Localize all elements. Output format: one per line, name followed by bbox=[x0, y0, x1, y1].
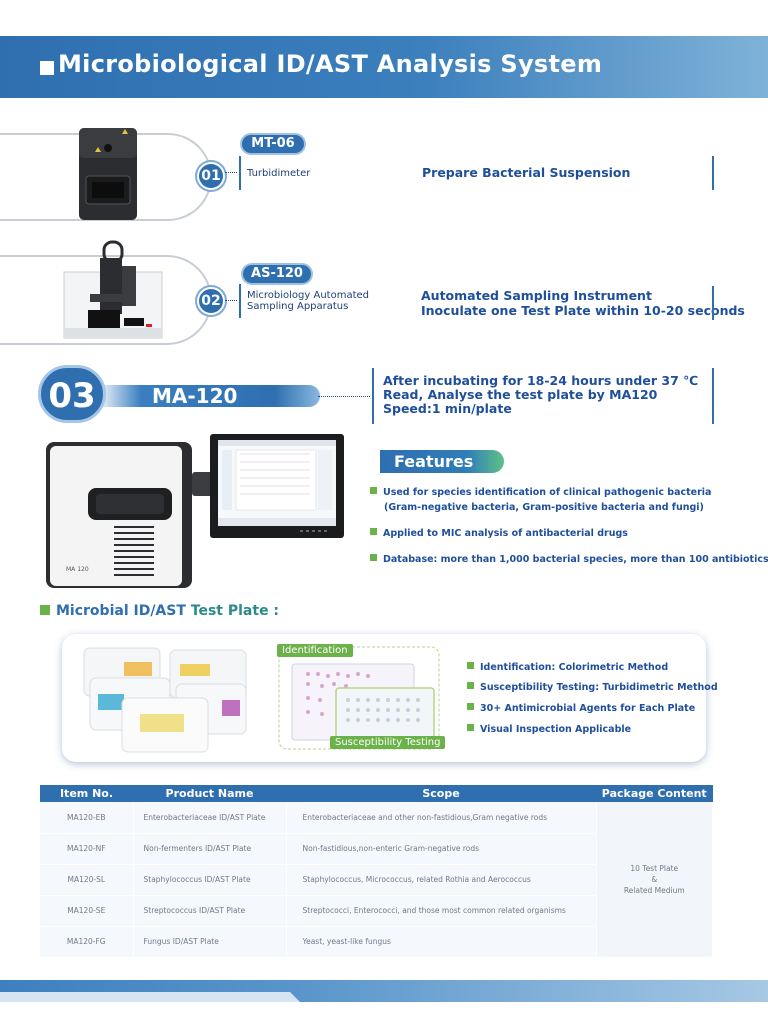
test-plate-heading: Microbial ID/AST Test Plate : bbox=[40, 603, 279, 619]
step-03-model-bar bbox=[96, 385, 320, 407]
turbidimeter-device-image bbox=[78, 126, 138, 221]
susceptibility-tag: Susceptibility Testing bbox=[330, 736, 446, 749]
step-03-right-bar bbox=[712, 368, 714, 424]
table-header-row: Item No. Product Name Scope Package Cont… bbox=[40, 785, 713, 802]
table-cell-scope: Non-fastidious,non-enteric Gram-negative… bbox=[286, 833, 597, 865]
header-banner: Microbiological ID/AST Analysis System bbox=[0, 36, 768, 98]
table-cell-scope: Staphylococcus, Micrococcus, related Rot… bbox=[286, 864, 597, 896]
plate-bullet-icon bbox=[467, 682, 474, 689]
feature-item-2: Applied to MIC analysis of antibacterial… bbox=[370, 527, 628, 541]
step-03-description-line3: Speed:1 min/plate bbox=[383, 401, 512, 416]
monitor-image bbox=[190, 432, 346, 542]
step-02-badge: 02 bbox=[197, 287, 225, 315]
table-cell-scope: Streptococci, Enterococci, and those mos… bbox=[286, 895, 597, 927]
plate-feature-1: Identification: Colorimetric Method bbox=[467, 661, 668, 675]
step-03-divider bbox=[372, 368, 374, 424]
table-cell-scope: Yeast, yeast-like fungus bbox=[286, 926, 597, 958]
identification-tag: Identification bbox=[277, 644, 353, 657]
sampling-apparatus-device-image bbox=[60, 238, 168, 344]
plate-bullet-icon bbox=[467, 662, 474, 669]
header-square-icon bbox=[40, 61, 54, 75]
table-row: MA120-EB Enterobacteriaceae ID/AST Plate… bbox=[40, 802, 713, 958]
plate-feature-2-text: Susceptibility Testing: Turbidimetric Me… bbox=[480, 682, 718, 693]
step-01-model-label: MT-06 bbox=[242, 135, 304, 153]
table-cell-item-no: MA120-SL bbox=[40, 864, 134, 896]
table-row: MA120-SE Streptococcus ID/AST Plate Stre… bbox=[40, 895, 713, 927]
table-cell-product-name: Fungus ID/AST Plate bbox=[133, 926, 287, 958]
table-row: MA120-NF Non-fermenters ID/AST Plate Non… bbox=[40, 833, 713, 865]
step-02-dotted-leader bbox=[225, 300, 237, 301]
step-01-right-bar bbox=[712, 156, 714, 190]
table-cell-item-no: MA120-EB bbox=[40, 802, 134, 834]
step-01-divider bbox=[239, 156, 241, 190]
table-header-scope: Scope bbox=[286, 785, 596, 802]
step-01-badge: 01 bbox=[197, 162, 225, 190]
step-03-badge: 03 bbox=[38, 365, 106, 423]
table-row: MA120-FG Fungus ID/AST Plate Yeast, yeas… bbox=[40, 926, 713, 958]
test-plates-image bbox=[278, 646, 440, 750]
ma120-device-image: MA 120 bbox=[44, 440, 194, 590]
footer-accent bbox=[0, 992, 300, 1002]
plate-bullet-icon bbox=[467, 724, 474, 731]
table-header-package-content: Package Content bbox=[596, 785, 713, 802]
table-cell-item-no: MA120-NF bbox=[40, 833, 134, 865]
feature-item-1-text: Used for species identification of clini… bbox=[383, 487, 712, 498]
plate-feature-4-text: Visual Inspection Applicable bbox=[480, 724, 632, 735]
table-header-product-name: Product Name bbox=[133, 785, 286, 802]
step-03-dotted-leader bbox=[318, 396, 370, 397]
section-square-icon bbox=[40, 605, 50, 615]
feature-item-2-text: Applied to MIC analysis of antibacterial… bbox=[383, 528, 628, 539]
table-cell-product-name: Streptococcus ID/AST Plate bbox=[133, 895, 287, 927]
package-content-line1: 10 Test Plate bbox=[630, 863, 679, 873]
table-cell-scope: Enterobacteriaceae and other non-fastidi… bbox=[286, 802, 597, 834]
test-plate-packages-image bbox=[80, 644, 250, 756]
step-01-dotted-leader bbox=[225, 172, 237, 173]
feature-item-1-sub: (Gram-negative bacteria, Gram-positive b… bbox=[384, 502, 704, 513]
table-cell-item-no: MA120-SE bbox=[40, 895, 134, 927]
table-cell-package-content: 10 Test Plate & Related Medium bbox=[596, 802, 713, 958]
step-02-model-label: AS-120 bbox=[243, 265, 311, 283]
step-03-description-line2: Read, Analyse the test plate by MA120 bbox=[383, 387, 658, 402]
page-title: Microbiological ID/AST Analysis System bbox=[58, 50, 603, 78]
table-cell-product-name: Non-fermenters ID/AST Plate bbox=[133, 833, 287, 865]
step-02-description-line2: Inoculate one Test Plate within 10-20 se… bbox=[421, 303, 745, 318]
feature-bullet-icon bbox=[370, 487, 377, 494]
product-table: Item No. Product Name Scope Package Cont… bbox=[40, 785, 713, 958]
table-cell-product-name: Enterobacteriaceae ID/AST Plate bbox=[133, 802, 287, 834]
table-cell-item-no: MA120-FG bbox=[40, 926, 134, 958]
step-01-description: Prepare Bacterial Suspension bbox=[422, 165, 631, 180]
plate-feature-3-text: 30+ Antimicrobial Agents for Each Plate bbox=[480, 703, 696, 714]
test-plate-heading-a: Microbial ID/AST bbox=[56, 603, 186, 619]
table-header-item-no: Item No. bbox=[40, 785, 133, 802]
step-03-model-label: MA-120 bbox=[152, 384, 238, 408]
step-02-divider bbox=[239, 284, 241, 318]
package-content-line3: Related Medium bbox=[623, 885, 685, 895]
feature-item-3: Database: more than 1,000 bacterial spec… bbox=[370, 553, 768, 567]
plate-bullet-icon bbox=[467, 703, 474, 710]
features-heading: Features bbox=[380, 450, 504, 473]
step-02-device-name-line2: Sampling Apparatus bbox=[247, 301, 349, 312]
table-cell-product-name: Staphylococcus ID/AST Plate bbox=[133, 864, 287, 896]
step-02-device-name-line1: Microbiology Automated bbox=[247, 290, 370, 301]
feature-bullet-icon bbox=[370, 528, 377, 535]
feature-item-3-text: Database: more than 1,000 bacterial spec… bbox=[383, 554, 768, 565]
plate-feature-2: Susceptibility Testing: Turbidimetric Me… bbox=[467, 681, 718, 695]
step-03-description-line1: After incubating for 18-24 hours under 3… bbox=[383, 373, 699, 388]
step-02-right-bar bbox=[712, 286, 714, 320]
test-plate-heading-b: Test Plate : bbox=[185, 603, 280, 619]
feature-item-1: Used for species identification of clini… bbox=[370, 486, 711, 500]
plate-feature-3: 30+ Antimicrobial Agents for Each Plate bbox=[467, 702, 695, 716]
feature-bullet-icon bbox=[370, 554, 377, 561]
package-content-line2: & bbox=[651, 874, 658, 884]
ma120-device-label: MA 120 bbox=[66, 566, 89, 573]
step-02-description-line1: Automated Sampling Instrument bbox=[421, 288, 652, 303]
test-plate-panel: Identification Susceptibility Testing bbox=[62, 634, 706, 762]
table-row: MA120-SL Staphylococcus ID/AST Plate Sta… bbox=[40, 864, 713, 896]
plate-feature-1-text: Identification: Colorimetric Method bbox=[480, 662, 669, 673]
step-01-device-name: Turbidimeter bbox=[247, 168, 311, 179]
plate-feature-4: Visual Inspection Applicable bbox=[467, 723, 631, 737]
